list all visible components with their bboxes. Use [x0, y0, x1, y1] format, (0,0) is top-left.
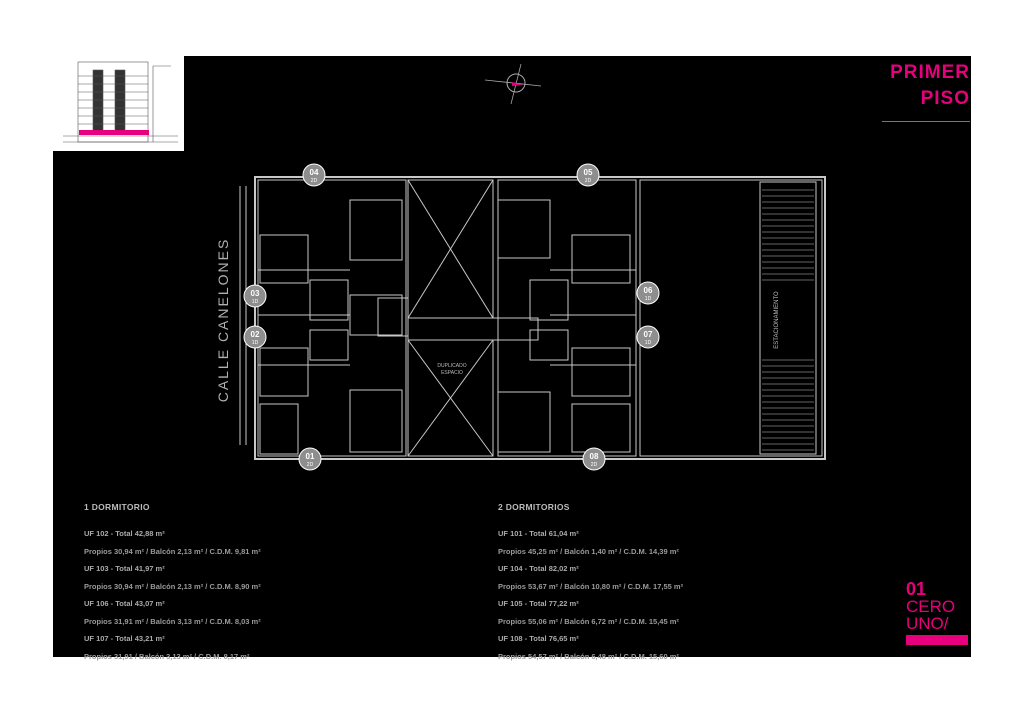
floor-plan: CALLE CANELONES DUPLICADO ESPACIO ESTACI… — [215, 163, 826, 471]
list-item: UF 102 - Total 42,88 m² — [84, 529, 165, 538]
list-item: UF 101 - Total 61,04 m² — [498, 529, 579, 538]
unit-badge-03-type: 1D — [252, 299, 259, 305]
unit-badge-04-type: 2D — [311, 178, 318, 184]
list-item: Propios 31,91 m² / Balcón 3,13 m² / C.D.… — [84, 616, 261, 626]
list-item: Propios 31,91 / Balcón 3,13 m² / C.D.M. … — [84, 651, 250, 661]
unit-badge-08-type: 2D — [591, 462, 598, 468]
list-item: UF 107 - Total 43,21 m² — [84, 634, 165, 643]
list-item: Propios 30,94 m² / Balcón 2,13 m² / C.D.… — [84, 546, 261, 556]
unit-badge-01-type: 2D — [307, 462, 314, 468]
list-item: Propios 54,57 m² / Balcón 6,48 m² / C.D.… — [498, 651, 679, 661]
two-bedroom-list: 2 DORMITORIOS UF 101 - Total 61,04 m² Pr… — [498, 502, 683, 665]
floor-title-line2: PISO — [920, 88, 970, 109]
unit-badge-06-number: 06 — [644, 286, 653, 295]
compass-icon — [484, 63, 542, 105]
unit-badge-08[interactable]: 08 2D — [582, 447, 606, 471]
logo-bar — [906, 635, 968, 645]
floor-title-line1: PRIMER — [890, 62, 970, 83]
list-item: UF 108 - Total 76,65 m² — [498, 634, 579, 643]
unit-badge-06-type: 1D — [645, 296, 652, 302]
unit-badge-03-number: 03 — [251, 289, 260, 298]
unit-badge-08-number: 08 — [590, 452, 599, 461]
list-item: UF 103 - Total 41,97 m² — [84, 564, 165, 573]
unit-badge-01-number: 01 — [306, 452, 315, 461]
street-label: CALLE CANELONES — [215, 238, 231, 403]
unit-badge-05[interactable]: 05 2D — [576, 163, 600, 187]
unit-badge-03[interactable]: 03 1D — [243, 284, 267, 308]
unit-badge-05-type: 2D — [585, 178, 592, 184]
title-divider — [882, 121, 970, 122]
floor-title: PRIMER PISO — [890, 60, 970, 112]
unit-badge-07-type: 1D — [645, 340, 652, 346]
central-label-line1: DUPLICADO — [437, 363, 466, 369]
list-item: Propios 30,94 m² / Balcón 2,13 m² / C.D.… — [84, 581, 261, 591]
unit-badge-02-number: 02 — [251, 330, 260, 339]
central-label-line2: ESPACIO — [441, 370, 463, 376]
unit-badge-05-number: 05 — [584, 168, 593, 177]
building-elevation-thumbnail — [53, 56, 184, 151]
brand-logo: 01 CERO UNO/ — [906, 580, 970, 645]
unit-badge-07[interactable]: 07 1D — [636, 325, 660, 349]
unit-badge-06[interactable]: 06 1D — [636, 281, 660, 305]
list-item: UF 104 - Total 82,02 m² — [498, 564, 579, 573]
list-item: Propios 53,67 m² / Balcón 10,80 m² / C.D… — [498, 581, 684, 591]
logo-line1: CERO — [906, 597, 956, 616]
one-bedroom-heading: 1 DORMITORIO — [84, 502, 150, 512]
unit-badge-07-number: 07 — [644, 330, 653, 339]
list-item: UF 106 - Total 43,07 m² — [84, 599, 165, 608]
unit-badge-02[interactable]: 02 1D — [243, 325, 267, 349]
list-item: UF 105 - Total 77,22 m² — [498, 599, 579, 608]
two-bedroom-heading: 2 DORMITORIOS — [498, 502, 570, 512]
logo-number: 01 — [906, 579, 927, 599]
unit-badge-01[interactable]: 01 2D — [298, 447, 322, 471]
logo-line2: UNO/ — [906, 614, 949, 633]
list-item: Propios 55,06 m² / Balcón 6,72 m² / C.D.… — [498, 616, 679, 626]
unit-badge-04[interactable]: 04 2D — [302, 163, 326, 187]
unit-badge-04-number: 04 — [310, 168, 319, 177]
list-item: Propios 45,25 m² / Balcón 1,40 m² / C.D.… — [498, 546, 679, 556]
one-bedroom-list: 1 DORMITORIO UF 102 - Total 42,88 m² Pro… — [84, 502, 261, 665]
unit-badge-02-type: 1D — [252, 340, 259, 346]
plan-sheet — [53, 56, 971, 657]
parking-label: ESTACIONAMIENTO — [774, 291, 780, 349]
